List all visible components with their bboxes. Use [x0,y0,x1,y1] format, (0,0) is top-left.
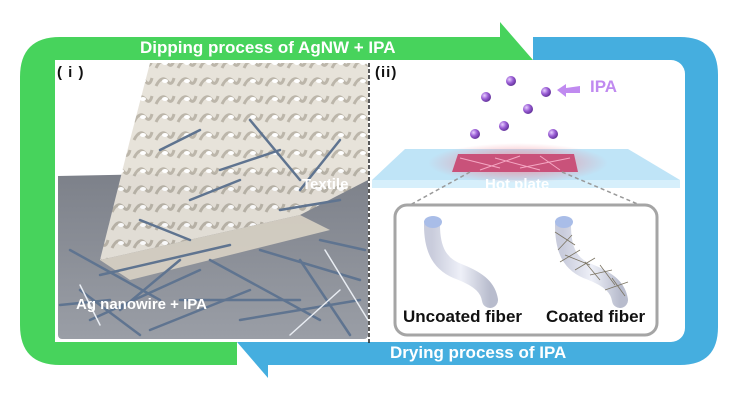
coated-fiber-label: Coated fiber [546,307,646,326]
fiber-inset-box [393,203,659,337]
ipa-molecule [523,104,533,114]
coated-fiber-end [555,216,573,228]
zoom-line-right [561,171,641,206]
drying-process-label: Drying process of IPA [390,343,567,362]
textile-label: Textile [302,176,349,193]
panel-i-scene [58,63,368,339]
dipping-arrow-band-fill [488,37,502,60]
ipa-molecule [481,92,491,102]
nanowires [58,118,367,337]
zoom-line-left [409,171,471,206]
ipa-molecule [548,129,558,139]
ipa-molecule [470,129,480,139]
uncoated-fiber [424,217,498,308]
coated-fiber-wires [554,231,629,297]
coated-fiber [555,217,628,308]
uncoated-fiber-end [424,216,442,228]
ipa-molecule [541,87,551,97]
nanowire-highlights [79,249,368,336]
ipa-vapor-label: IPA [590,77,618,96]
panel-ii-label: (ii) [375,64,398,81]
textile-sheet [100,63,368,260]
hot-plate-edge [372,180,680,188]
ipa-molecules [470,76,558,139]
dipping-process-label: Dipping process of AgNW + IPA [140,38,396,57]
panel-i-label: ( i ) [57,64,85,81]
sample-wires [459,155,571,171]
dipping-arrowhead [500,22,533,60]
ipa-molecule [499,121,509,131]
uncoated-fiber-label: Uncoated fiber [403,307,523,326]
panel-ii-scene [372,76,680,337]
ipa-arrow-icon [557,84,580,97]
drying-arrowhead [237,342,268,378]
substrate-label: Ag nanowire + IPA [76,296,207,313]
ipa-molecule [506,76,516,86]
hot-plate-label: Hot plate [485,176,550,193]
